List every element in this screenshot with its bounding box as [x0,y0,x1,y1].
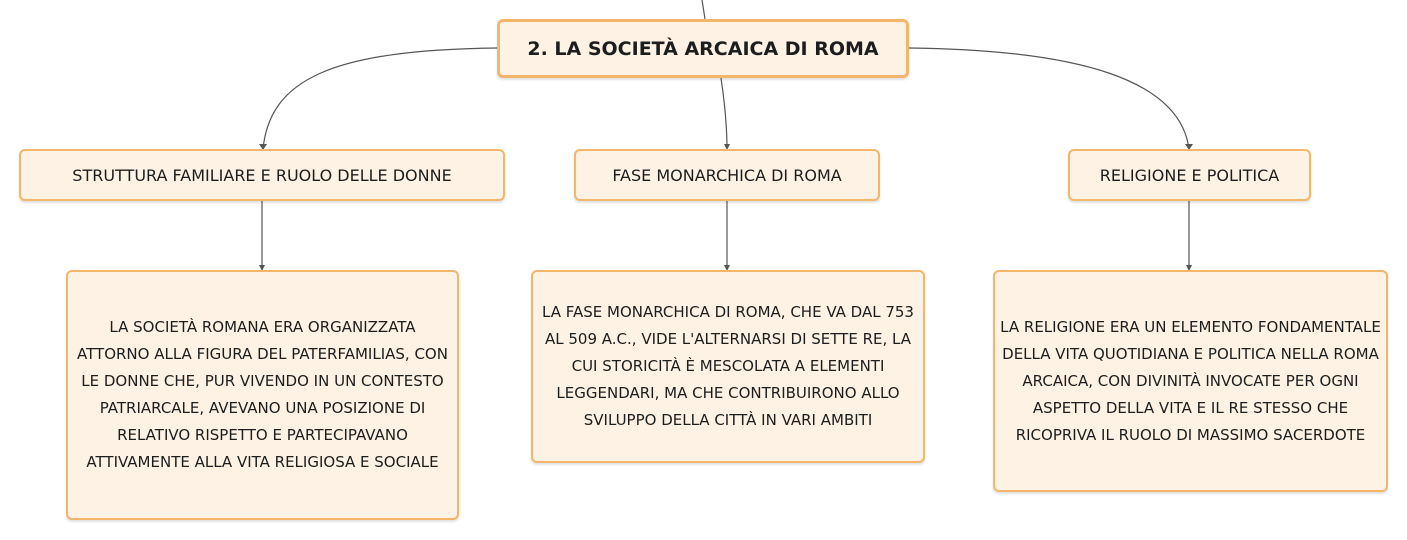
branch-node-monarchic-phase[interactable]: FASE MONARCHICA DI ROMA [574,149,880,201]
detail-node-religion-politics[interactable]: LA RELIGIONE ERA UN ELEMENTO FONDAMENTAL… [993,270,1388,492]
root-node[interactable]: 2. LA SOCIETÀ ARCAICA DI ROMA [497,19,909,78]
root-node-label: 2. LA SOCIETÀ ARCAICA DI ROMA [527,37,879,60]
connector-root-to-monarchy [720,77,728,150]
branch-node-religion-politics[interactable]: RELIGIONE E POLITICA [1068,149,1311,201]
detail-node-text: LA FASE MONARCHICA DI ROMA, CHE VA DAL 7… [542,303,914,429]
detail-node-family-structure[interactable]: LA SOCIETÀ ROMANA ERA ORGANIZZATA ATTORN… [66,270,459,520]
branch-node-label: STRUTTURA FAMILIARE E RUOLO DELLE DONNE [72,165,452,185]
detail-node-text: LA SOCIETÀ ROMANA ERA ORGANIZZATA ATTORN… [77,318,448,471]
arrowhead-family-detail [259,265,265,271]
arrowhead-family [259,144,267,150]
branch-node-label: RELIGIONE E POLITICA [1099,165,1280,185]
arrowhead-monarchy [724,144,730,150]
branch-node-family-structure[interactable]: STRUTTURA FAMILIARE E RUOLO DELLE DONNE [19,149,505,201]
connector-incoming-root [701,0,706,20]
connector-root-to-religion [908,47,1190,150]
detail-node-monarchic-phase[interactable]: LA FASE MONARCHICA DI ROMA, CHE VA DAL 7… [531,270,925,463]
branch-node-label: FASE MONARCHICA DI ROMA [612,165,842,185]
arrowhead-religion [1185,144,1193,150]
detail-node-text: LA RELIGIONE ERA UN ELEMENTO FONDAMENTAL… [1000,317,1381,444]
arrowhead-religion-detail [1186,265,1192,271]
arrowhead-monarchy-detail [724,265,730,271]
connector-root-to-family [262,47,498,150]
